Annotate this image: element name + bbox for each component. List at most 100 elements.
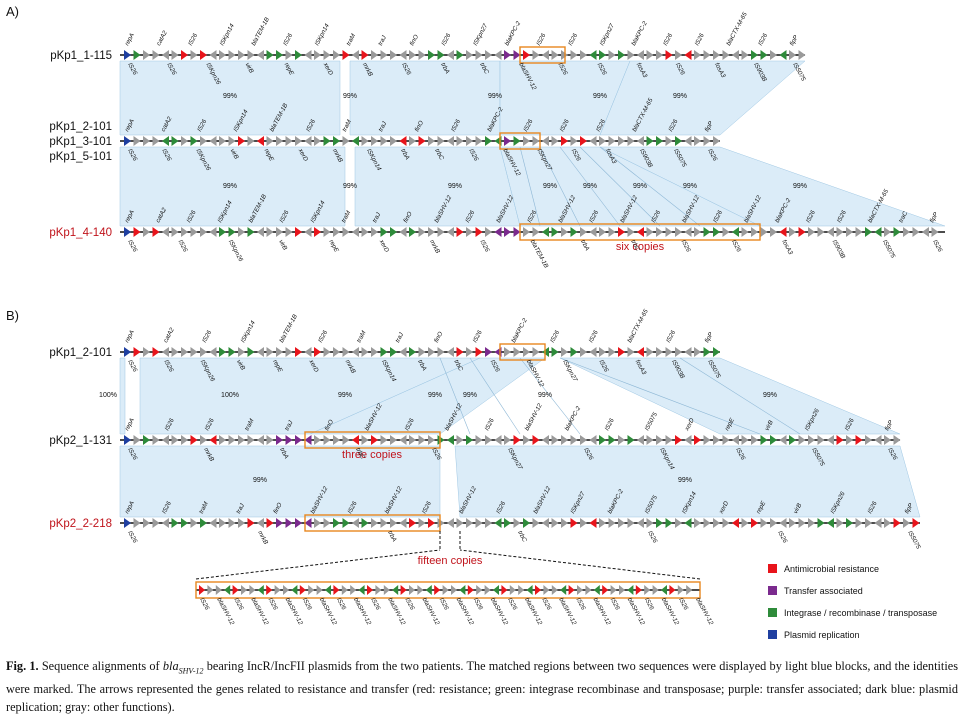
gene-arrow bbox=[418, 435, 426, 445]
gene-arrow bbox=[542, 435, 549, 445]
gene-arrow bbox=[665, 50, 673, 60]
gene-arrow bbox=[593, 585, 600, 595]
gene-label: IS26 bbox=[575, 597, 587, 612]
gene-arrow bbox=[466, 347, 473, 357]
gene-arrow bbox=[912, 227, 920, 237]
gene-label: trbC bbox=[354, 447, 366, 461]
identity-label: 99% bbox=[223, 93, 237, 100]
gene-arrow bbox=[228, 50, 236, 60]
gene-label: IS26 bbox=[198, 597, 210, 612]
gene-arrow bbox=[257, 518, 264, 528]
gene-arrow bbox=[467, 585, 474, 595]
gene-label: IS26 bbox=[609, 597, 621, 612]
gene-arrow bbox=[437, 136, 445, 146]
gene-arrow bbox=[341, 585, 348, 595]
gene-arrow bbox=[903, 518, 910, 528]
gene-arrow bbox=[200, 347, 207, 357]
gene-arrow bbox=[532, 435, 540, 445]
gene-label: virB bbox=[792, 502, 803, 515]
gene-arrow bbox=[133, 435, 141, 445]
caption-fig-number: Fig. 1. bbox=[6, 659, 39, 673]
gene-arrow bbox=[285, 227, 293, 237]
gene-arrow bbox=[589, 227, 597, 237]
gene-arrow bbox=[333, 136, 340, 146]
gene-arrow bbox=[504, 50, 511, 60]
gene-arrow bbox=[618, 136, 625, 146]
gene-arrow bbox=[238, 435, 245, 445]
gene-arrow bbox=[232, 585, 239, 595]
gene-arrow bbox=[466, 50, 473, 60]
gene-arrow bbox=[323, 50, 331, 60]
gene-label: IS26 bbox=[440, 32, 452, 47]
gene-label: xerD bbox=[377, 238, 390, 254]
gene-arrow bbox=[434, 585, 441, 595]
gene-arrow bbox=[447, 136, 454, 146]
gene-arrow bbox=[751, 518, 758, 528]
gene-label: IS26 bbox=[931, 239, 943, 254]
fifteen-copies-label: fifteen copies bbox=[418, 555, 483, 567]
gene-arrow bbox=[209, 518, 217, 528]
gene-arrow bbox=[380, 227, 388, 237]
gene-arrow bbox=[390, 435, 397, 445]
gene-arrow bbox=[770, 50, 777, 60]
gene-arrow bbox=[371, 50, 378, 60]
gene-arrow bbox=[789, 50, 796, 60]
gene-arrow bbox=[390, 518, 397, 528]
gene-arrow bbox=[466, 518, 473, 528]
gene-arrow bbox=[257, 50, 264, 60]
gene-arrow bbox=[637, 50, 644, 60]
gene-arrow bbox=[608, 50, 616, 60]
gene-arrow bbox=[637, 435, 644, 445]
gene-arrow bbox=[371, 136, 378, 146]
gene-arrow bbox=[532, 50, 540, 60]
gene-arrow bbox=[551, 518, 559, 528]
gene-arrow bbox=[619, 585, 625, 595]
gene-arrow bbox=[675, 347, 682, 357]
crosslink-b-1 bbox=[469, 357, 521, 435]
gene-label: repA bbox=[124, 417, 136, 432]
block-a2-a3-right bbox=[599, 146, 946, 227]
gene-arrow bbox=[485, 50, 492, 60]
gene-arrow bbox=[475, 347, 483, 357]
gene-arrow bbox=[656, 347, 663, 357]
panel-a-letter: A) bbox=[6, 4, 19, 19]
gene-arrow bbox=[199, 585, 205, 595]
gene-arrow bbox=[627, 585, 634, 595]
gene-arrow bbox=[665, 347, 673, 357]
identity-label: 99% bbox=[678, 477, 692, 484]
gene-label: trbC bbox=[629, 239, 641, 253]
gene-arrow bbox=[418, 518, 426, 528]
gene-arrow bbox=[789, 518, 796, 528]
gene-arrow bbox=[181, 136, 188, 146]
gene-label: fipP bbox=[704, 330, 716, 343]
legend-label: Plasmid replication bbox=[784, 630, 860, 640]
gene-arrow bbox=[646, 227, 654, 237]
gene-arrow bbox=[485, 136, 492, 146]
gene-label: blaSHV-12 bbox=[660, 597, 680, 627]
gene-arrow bbox=[241, 585, 247, 595]
gene-arrow bbox=[200, 518, 207, 528]
identity-label: 99% bbox=[343, 183, 357, 190]
gene-arrow bbox=[390, 227, 397, 237]
gene-arrow bbox=[646, 435, 654, 445]
gene-arrow bbox=[551, 435, 559, 445]
gene-arrow bbox=[333, 50, 340, 60]
gene-arrow bbox=[770, 435, 777, 445]
gene-arrow bbox=[124, 227, 131, 237]
gene-arrow bbox=[485, 347, 492, 357]
gene-arrow bbox=[637, 136, 644, 146]
gene-arrow bbox=[371, 435, 378, 445]
gene-arrow bbox=[551, 50, 559, 60]
gene-arrow bbox=[171, 518, 179, 528]
crosslink-a-0 bbox=[519, 146, 541, 227]
gene-arrow bbox=[247, 50, 255, 60]
legend-label: Integrase / recombinase / transposase bbox=[784, 608, 937, 618]
gene-arrow bbox=[694, 435, 701, 445]
gene-label: repA bbox=[124, 329, 136, 344]
gene-arrow bbox=[656, 227, 663, 237]
gene-arrow bbox=[143, 518, 150, 528]
gene-arrow bbox=[219, 136, 226, 146]
gene-arrow bbox=[523, 227, 530, 237]
gene-arrow bbox=[437, 435, 445, 445]
gene-label: IS26 bbox=[662, 32, 674, 47]
